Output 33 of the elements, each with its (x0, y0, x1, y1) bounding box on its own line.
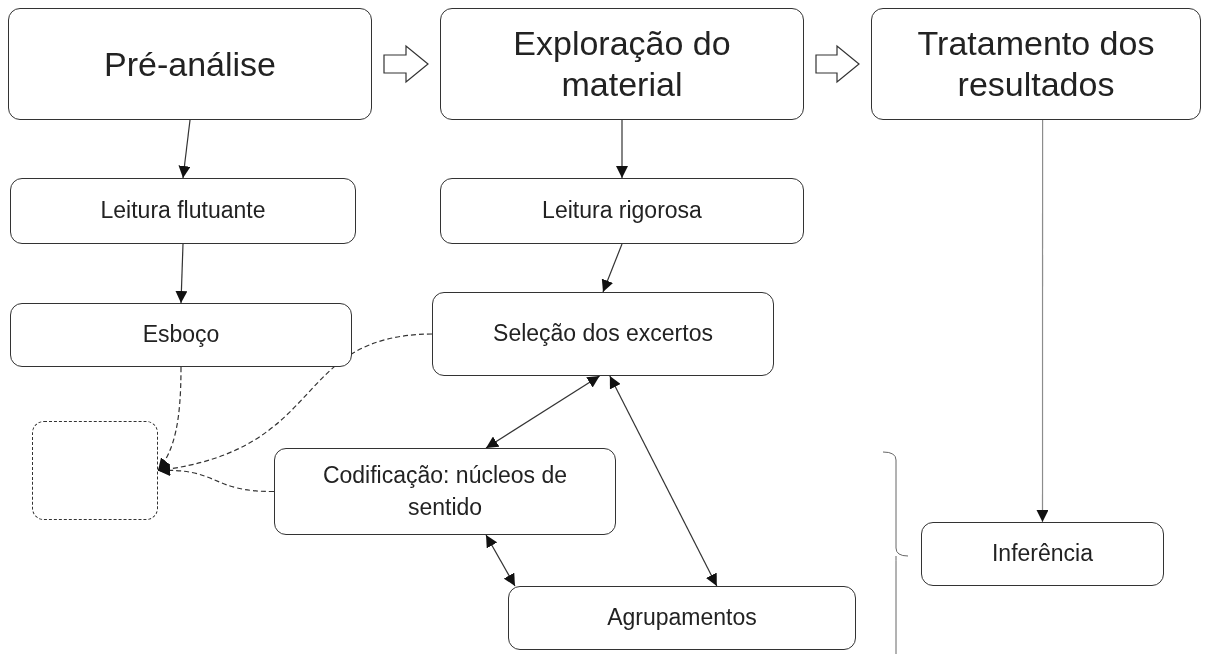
arrow (609, 375, 718, 587)
step-label: Leitura rigorosa (542, 196, 702, 226)
phase-box (440, 8, 804, 120)
step-box (921, 522, 1164, 586)
arrow (485, 534, 516, 587)
dashed-box (32, 421, 158, 520)
arrow (178, 119, 191, 179)
phase-title: Pré-análise (104, 43, 276, 85)
step-box (10, 178, 356, 244)
phase-title: Tratamento dos resultados (916, 23, 1156, 105)
arrow (601, 243, 623, 293)
block-arrow (383, 44, 429, 84)
step-label: Leitura flutuante (100, 196, 266, 226)
step-label: Inferência (992, 539, 1093, 569)
step-label: Codificação: núcleos de sentido (321, 461, 569, 522)
dashed-arrow (157, 464, 275, 493)
step-label: Seleção dos excertos (493, 319, 713, 349)
step-box (508, 586, 856, 650)
phase-title: Exploração do material (512, 23, 732, 105)
step-label: Agrupamentos (607, 603, 757, 633)
phase-box (871, 8, 1201, 120)
dashed-arrow (157, 366, 182, 472)
step-label: Esboço (142, 320, 220, 350)
phase-box (8, 8, 372, 120)
arrow (616, 119, 628, 179)
block-arrow (815, 44, 860, 84)
arrow (1036, 119, 1049, 523)
step-box (274, 448, 616, 535)
step-box (10, 303, 352, 367)
step-box (440, 178, 804, 244)
arrow (175, 243, 188, 304)
step-box (432, 292, 774, 376)
arrow (485, 375, 601, 449)
